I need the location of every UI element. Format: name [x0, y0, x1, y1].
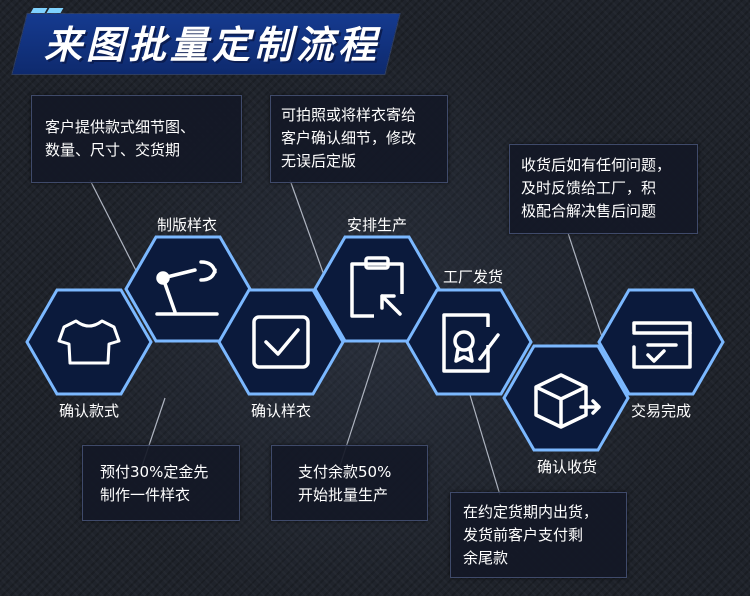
- step-label-arrange-production: 安排生产: [346, 216, 407, 234]
- tshirt-icon: [57, 319, 121, 365]
- hex-confirm-sample: [217, 288, 345, 396]
- hex-factory-shipping: [405, 288, 533, 396]
- hex-transaction-complete: [597, 288, 725, 396]
- note-deposit: 预付30%定金先制作一件样衣: [82, 445, 240, 521]
- checkbox-icon: [252, 315, 310, 369]
- hex-confirm-receipt: [502, 344, 630, 452]
- step-label-confirm-receipt: 确认收货: [536, 458, 597, 476]
- note-sample-confirm: 可拍照或将样衣寄给客户确认细节，修改无误后定版: [270, 95, 448, 183]
- note-after-sales: 收货后如有任何问题，及时反馈给工厂，积极配合解决售后问题: [509, 144, 698, 234]
- step-label-factory-shipping: 工厂发货: [442, 268, 503, 286]
- note-requirements: 客户提供款式细节图、数量、尺寸、交货期: [31, 95, 242, 183]
- page-title: 来图批量定制流程: [44, 23, 381, 67]
- package-icon: [534, 373, 601, 429]
- clipboard-icon: [350, 256, 404, 318]
- robot-arm-icon: [155, 260, 219, 316]
- step-label-confirm-style: 确认款式: [58, 402, 119, 420]
- step-label-confirm-sample: 确认样衣: [250, 402, 311, 420]
- certificate-icon: [442, 313, 500, 373]
- note-shipping: 在约定货期内出货，发货前客户支付剩余尾款: [450, 492, 627, 578]
- step-label-make-sample: 制版样衣: [156, 216, 217, 234]
- note-balance-payment: 支付余款50%开始批量生产: [271, 445, 428, 521]
- hex-confirm-style: [25, 288, 153, 396]
- step-label-transaction-complete: 交易完成: [630, 402, 691, 420]
- completed-form-icon: [632, 321, 692, 369]
